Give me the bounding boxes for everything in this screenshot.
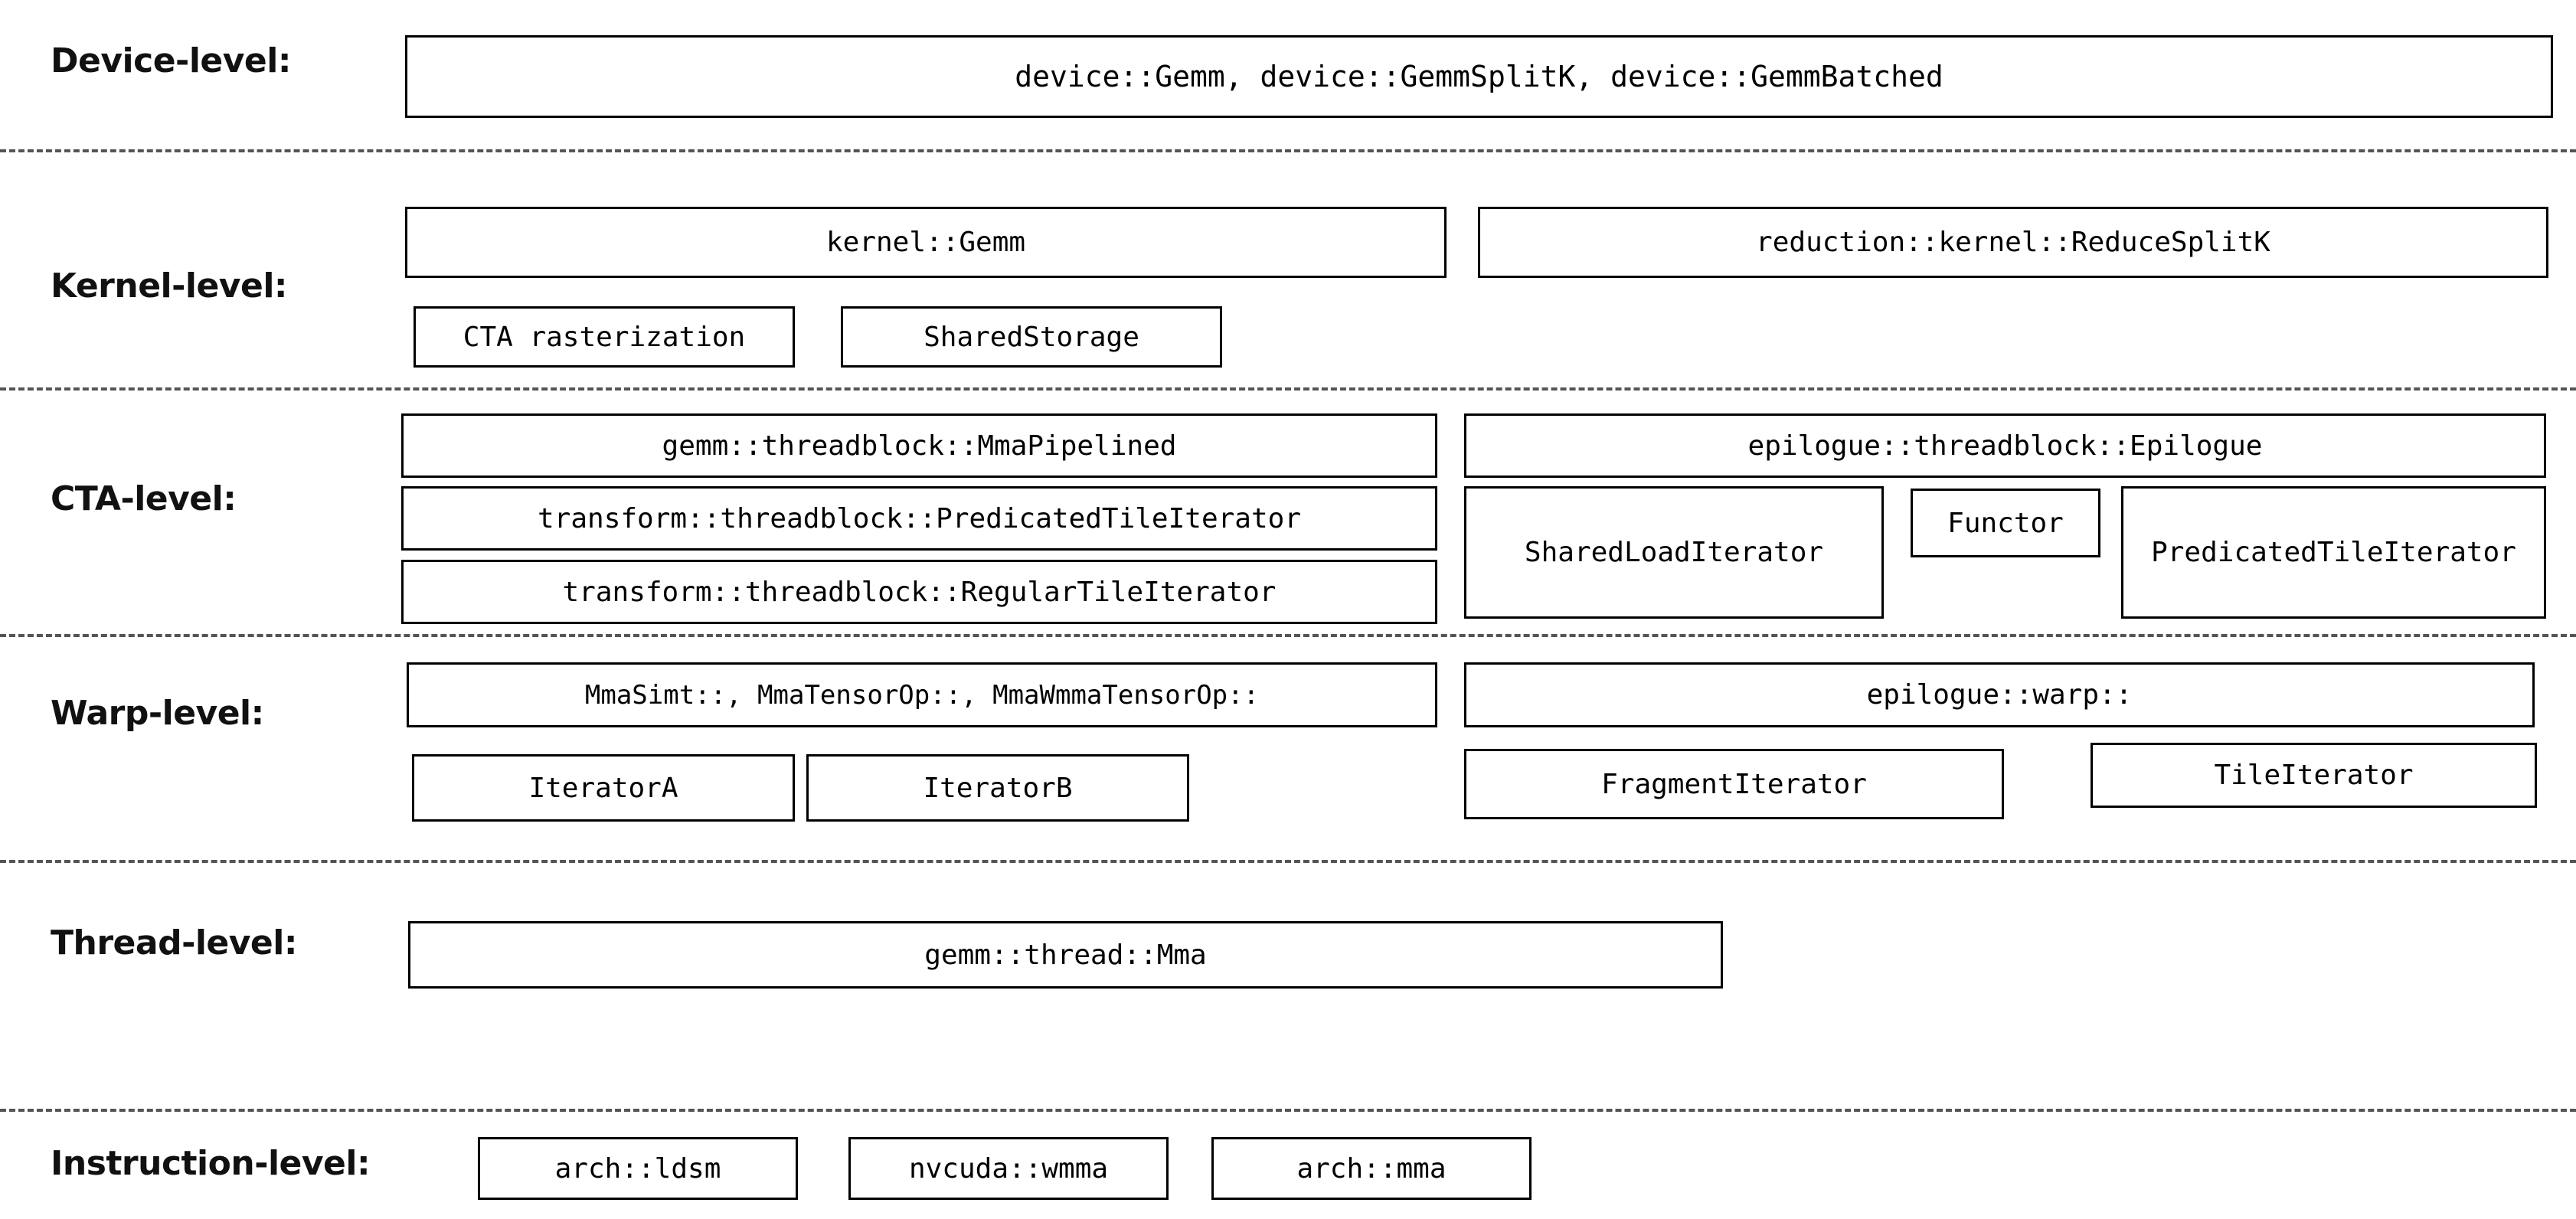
box-functor[interactable]: Functor	[1911, 489, 2100, 557]
box-device-gemm[interactable]: device::Gemm, device::GemmSplitK, device…	[405, 35, 2553, 118]
level-label-thread: Thread-level:	[51, 923, 297, 962]
divider-device-kernel	[0, 149, 2576, 152]
box-epilogue-warp[interactable]: epilogue::warp::	[1464, 662, 2535, 727]
box-cta-rasterization[interactable]: CTA rasterization	[414, 306, 795, 368]
level-label-cta: CTA-level:	[51, 479, 237, 518]
box-shared-load-iterator[interactable]: SharedLoadIterator	[1464, 486, 1884, 619]
level-label-device: Device-level:	[51, 41, 291, 80]
box-nvcuda-wmma[interactable]: nvcuda::wmma	[848, 1137, 1169, 1200]
divider-kernel-cta	[0, 387, 2576, 391]
level-label-warp: Warp-level:	[51, 694, 264, 733]
box-epilogue-threadblock-epilogue[interactable]: epilogue::threadblock::Epilogue	[1464, 413, 2546, 478]
box-fragment-iterator[interactable]: FragmentIterator	[1464, 749, 2004, 819]
divider-warp-thread	[0, 860, 2576, 863]
box-arch-ldsm[interactable]: arch::ldsm	[478, 1137, 798, 1200]
box-predicated-tile-iterator-epilogue[interactable]: PredicatedTileIterator	[2121, 486, 2546, 619]
box-gemm-threadblock-mmapipelined[interactable]: gemm::threadblock::MmaPipelined	[401, 413, 1437, 478]
box-warp-mma-variants[interactable]: MmaSimt::, MmaTensorOp::, MmaWmmaTensorO…	[407, 662, 1437, 727]
box-shared-storage[interactable]: SharedStorage	[841, 306, 1222, 368]
box-kernel-gemm[interactable]: kernel::Gemm	[405, 207, 1447, 278]
box-gemm-thread-mma[interactable]: gemm::thread::Mma	[408, 921, 1723, 989]
box-iterator-b[interactable]: IteratorB	[806, 754, 1189, 822]
box-iterator-a[interactable]: IteratorA	[412, 754, 795, 822]
divider-thread-instruction	[0, 1109, 2576, 1112]
box-reduction-kernel-reducesplitk[interactable]: reduction::kernel::ReduceSplitK	[1478, 207, 2548, 278]
box-tile-iterator[interactable]: TileIterator	[2091, 743, 2537, 808]
divider-cta-warp	[0, 634, 2576, 637]
level-label-instruction: Instruction-level:	[51, 1144, 371, 1183]
box-arch-mma[interactable]: arch::mma	[1211, 1137, 1532, 1200]
box-transform-threadblock-regulartileiterator[interactable]: transform::threadblock::RegularTileItera…	[401, 560, 1437, 624]
level-label-kernel: Kernel-level:	[51, 266, 288, 306]
box-transform-threadblock-predicatedtileiterator[interactable]: transform::threadblock::PredicatedTileIt…	[401, 486, 1437, 551]
